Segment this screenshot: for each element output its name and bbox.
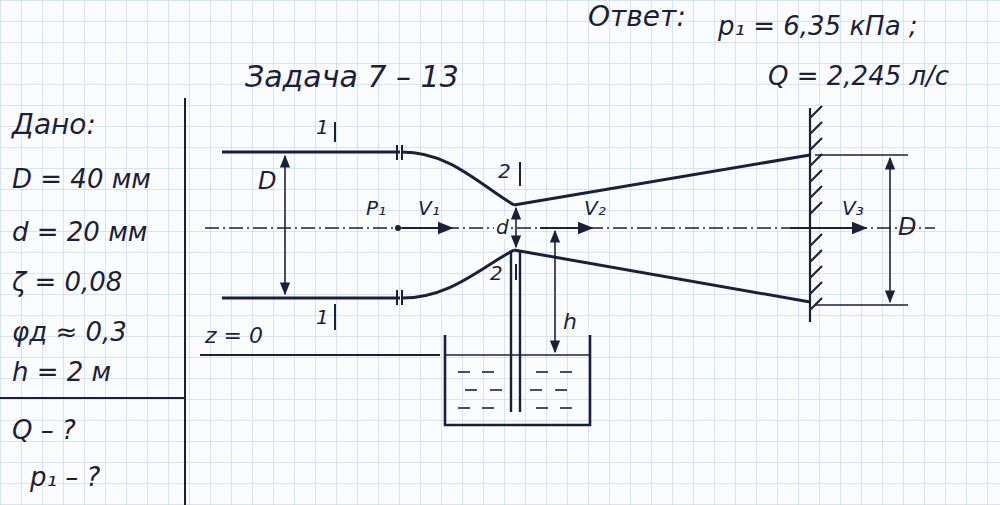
section-marks: [334, 122, 336, 142]
velocity-arrows: [790, 227, 866, 229]
reservoir: [465, 389, 477, 391]
pipe: [222, 297, 400, 300]
dimension-label: D: [258, 168, 276, 194]
pipe: [222, 151, 400, 154]
dimension-lines: [554, 231, 556, 352]
wall: [810, 106, 822, 322]
dimension-label: d: [494, 216, 511, 238]
given-value: h = 2 м: [12, 358, 111, 387]
flange: [397, 145, 402, 305]
velocity-label: V₂: [584, 197, 606, 219]
wall: [810, 250, 822, 262]
reservoir: [530, 389, 542, 391]
wall: [810, 282, 822, 294]
velocity-arrows: [402, 227, 866, 229]
flange: [401, 145, 403, 160]
reservoir: [560, 407, 572, 409]
reservoir: [445, 354, 590, 356]
wall: [810, 202, 822, 214]
velocity-label: V₃: [842, 197, 864, 219]
wall: [810, 106, 822, 118]
dimension-lines: [815, 154, 908, 156]
dimension-label: h: [563, 310, 577, 334]
margin-lines: [184, 98, 186, 505]
dimension-label: D: [898, 214, 916, 240]
wall: [810, 186, 822, 198]
dimension-lines: [285, 155, 908, 352]
reservoir: [458, 407, 470, 409]
section-marks: [515, 264, 517, 280]
unknown: p₁ – ?: [30, 463, 100, 492]
reservoir: [536, 371, 548, 373]
section-marks: [334, 304, 336, 330]
answer-value: Q = 2,245 л/с: [768, 62, 949, 91]
section-marks: [335, 122, 520, 330]
dimension-lines: [889, 158, 891, 302]
reservoir: [560, 371, 572, 373]
reservoir: [490, 389, 502, 391]
pipe: [514, 250, 810, 302]
section-number: 2: [490, 262, 503, 284]
reservoir: [458, 372, 572, 408]
pressure-label: P₁: [366, 197, 386, 219]
suction-tube: [519, 250, 521, 412]
wall: [809, 108, 811, 322]
pressure-point: [395, 225, 401, 231]
reservoir: [445, 335, 590, 425]
center-line: [205, 227, 935, 228]
flange: [401, 290, 403, 305]
pipe: [222, 152, 810, 302]
dimension-lines: [284, 156, 286, 294]
flange: [396, 290, 398, 305]
datum-line: [200, 354, 440, 356]
problem-title: Задача 7 – 13: [245, 60, 459, 93]
dimension-lines: [815, 304, 908, 306]
suction-tube: [510, 252, 512, 412]
unknown: Q – ?: [12, 416, 76, 445]
reservoir: [536, 407, 548, 409]
given-value: φд ≈ 0,3: [12, 318, 127, 347]
dimension-lines: [515, 208, 517, 247]
reservoir: [555, 389, 567, 391]
suction-tube: [511, 250, 520, 412]
wall: [810, 298, 822, 310]
flange: [396, 145, 398, 160]
wall: [810, 234, 822, 246]
section-number: 2: [498, 160, 511, 182]
wall: [810, 266, 822, 278]
wall: [810, 138, 822, 150]
velocity-arrows: [540, 227, 592, 229]
datum-label: z = 0: [205, 324, 263, 348]
reservoir: [482, 371, 494, 373]
margin-lines: [0, 98, 185, 505]
answer-value: p₁ = 6,35 кПа ;: [718, 12, 918, 41]
section-number: 1: [316, 116, 329, 138]
given-heading: Дано:: [12, 110, 96, 141]
given-value: d = 20 мм: [12, 218, 147, 247]
margin-lines: [0, 397, 185, 399]
reservoir: [482, 407, 494, 409]
section-number: 1: [316, 306, 329, 328]
velocity-arrows: [402, 227, 452, 229]
reservoir: [458, 371, 470, 373]
wall: [810, 170, 822, 182]
section-marks: [519, 162, 521, 186]
given-value: ζ = 0,08: [12, 268, 122, 297]
given-value: D = 40 мм: [12, 165, 151, 194]
answer-heading: Ответ:: [588, 2, 686, 33]
reservoir: [445, 335, 590, 425]
wall: [810, 122, 822, 134]
pipe: [514, 155, 810, 205]
pipe: [402, 250, 514, 298]
velocity-label: V₁: [418, 197, 440, 219]
